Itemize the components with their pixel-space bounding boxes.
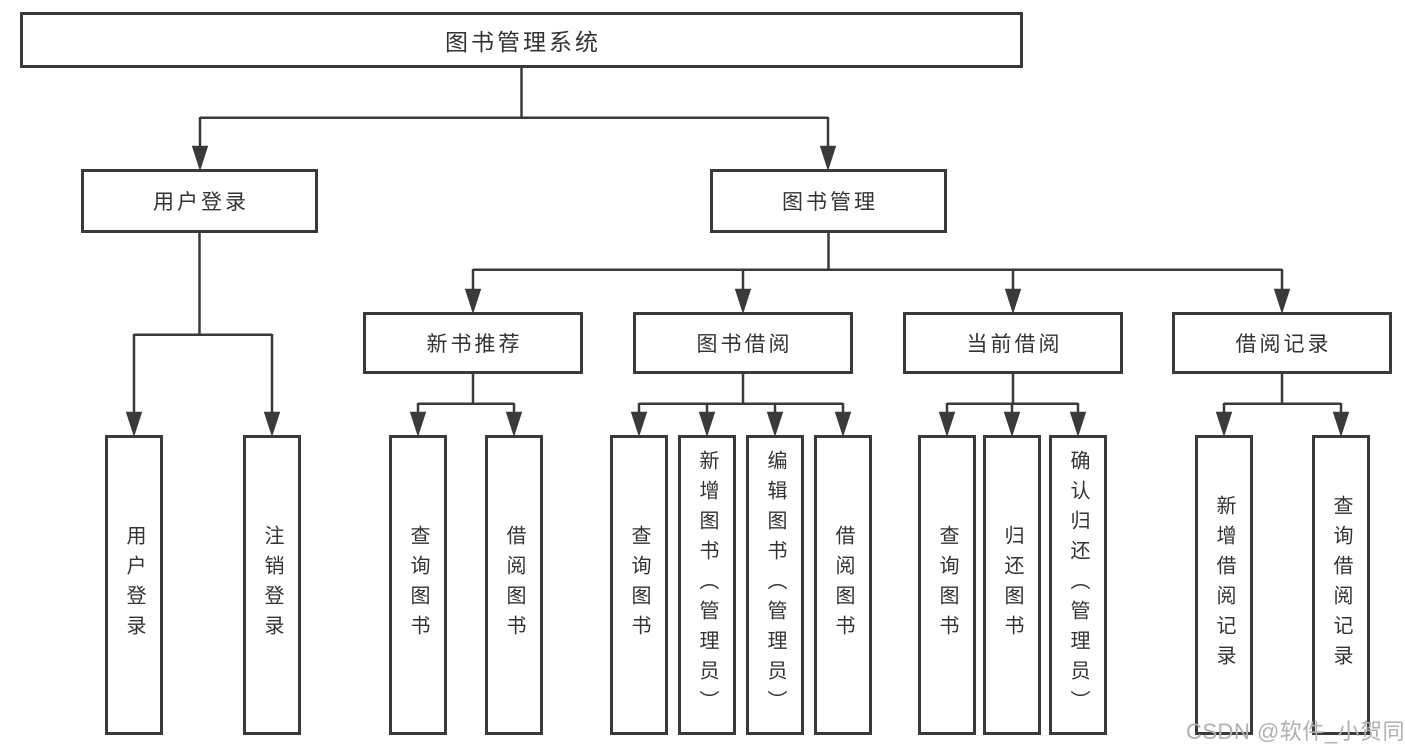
node-user-login: 用户登录 xyxy=(81,169,318,233)
node-book-borrow-label: 图书借阅 xyxy=(696,333,793,356)
node-new-book-recommend-label: 新书推荐 xyxy=(426,333,523,356)
leaf-add-book-admin-label: 新增图书（管理员） xyxy=(696,450,718,720)
leaf-borrow-book-1: 借阅图书 xyxy=(485,435,543,735)
leaf-borrow-book-2: 借阅图书 xyxy=(814,435,872,735)
leaf-add-book-admin: 新增图书（管理员） xyxy=(678,435,736,735)
node-book-management-label: 图书管理 xyxy=(782,191,878,214)
node-new-book-recommend: 新书推荐 xyxy=(363,312,583,374)
node-root: 图书管理系统 xyxy=(20,12,1023,68)
leaf-query-book-2: 查询图书 xyxy=(610,435,668,735)
node-user-login-label: 用户登录 xyxy=(153,191,249,214)
node-book-borrow: 图书借阅 xyxy=(633,312,853,374)
node-current-borrow-label: 当前借阅 xyxy=(966,333,1063,356)
leaf-add-borrow-record-label: 新增借阅记录 xyxy=(1213,495,1235,675)
leaf-query-book-1: 查询图书 xyxy=(389,435,447,735)
leaf-query-book-1-label: 查询图书 xyxy=(407,525,429,645)
node-root-label: 图书管理系统 xyxy=(445,29,601,55)
leaf-logout-login-label: 注销登录 xyxy=(261,525,283,645)
leaf-query-borrow-record-label: 查询借阅记录 xyxy=(1330,495,1352,675)
leaf-borrow-book-2-label: 借阅图书 xyxy=(832,525,854,645)
leaf-return-book-label: 归还图书 xyxy=(1001,525,1023,645)
leaf-user-login-label: 用户登录 xyxy=(123,525,145,645)
leaf-user-login: 用户登录 xyxy=(105,435,163,735)
node-borrow-record-label: 借阅记录 xyxy=(1235,333,1332,356)
leaf-logout-login: 注销登录 xyxy=(243,435,301,735)
csdn-watermark: CSDN @软件_小贺同学 xyxy=(1186,719,1405,744)
leaf-edit-book-admin-label: 编辑图书（管理员） xyxy=(764,450,786,720)
leaf-query-borrow-record: 查询借阅记录 xyxy=(1312,435,1370,735)
node-current-borrow: 当前借阅 xyxy=(903,312,1123,374)
leaf-confirm-return-admin-label: 确认归还（管理员） xyxy=(1067,450,1089,720)
leaf-query-book-2-label: 查询图书 xyxy=(628,525,650,645)
leaf-confirm-return-admin: 确认归还（管理员） xyxy=(1049,435,1107,735)
leaf-query-book-3: 查询图书 xyxy=(918,435,976,735)
leaf-add-borrow-record: 新增借阅记录 xyxy=(1195,435,1253,735)
node-book-management: 图书管理 xyxy=(710,169,947,233)
leaf-query-book-3-label: 查询图书 xyxy=(936,525,958,645)
node-borrow-record: 借阅记录 xyxy=(1172,312,1392,374)
leaf-return-book: 归还图书 xyxy=(983,435,1041,735)
leaf-edit-book-admin: 编辑图书（管理员） xyxy=(746,435,804,735)
leaf-borrow-book-1-label: 借阅图书 xyxy=(503,525,525,645)
